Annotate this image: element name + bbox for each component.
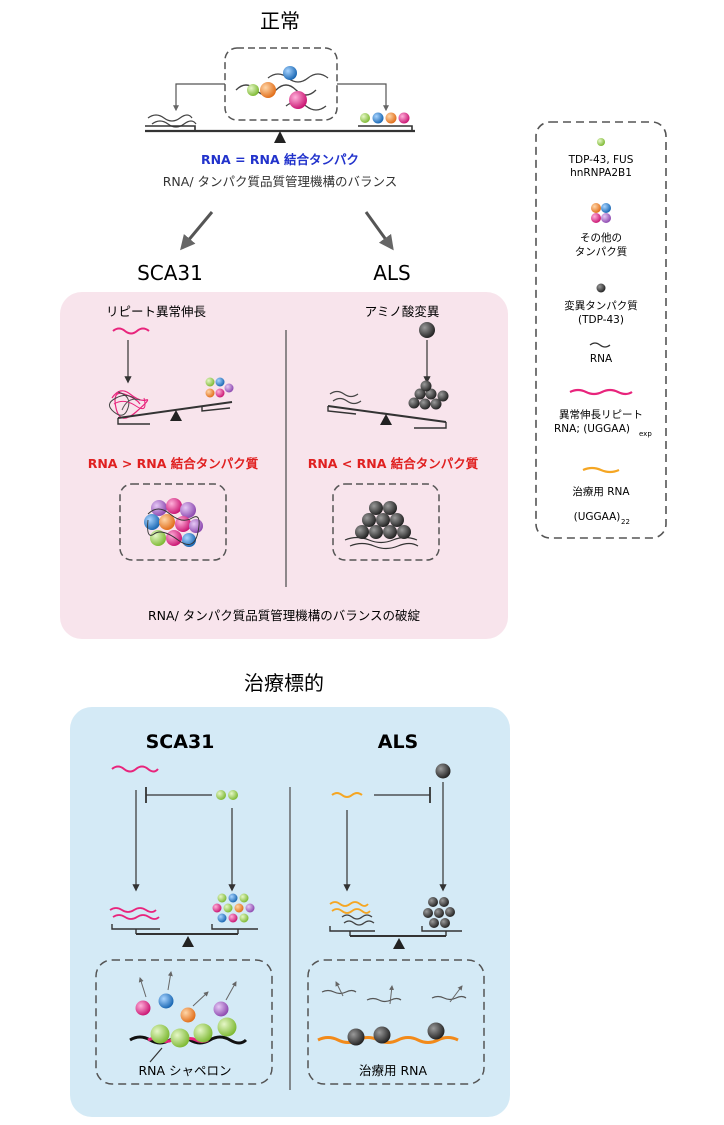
normal-eq-caption: RNA = RNA 結合タンパク bbox=[201, 152, 359, 167]
tilted-balance-als bbox=[327, 405, 447, 429]
protein-blue bbox=[283, 66, 297, 80]
protein-blue bbox=[215, 377, 225, 387]
tilted-balance-sca31 bbox=[117, 401, 233, 425]
broken-balance-caption: RNA/ タンパク質品質管理機構のバランスの破綻 bbox=[148, 608, 421, 623]
mutant-protein bbox=[435, 763, 451, 779]
rna-strand bbox=[329, 390, 359, 398]
balance-als-treated bbox=[329, 926, 462, 949]
mutant-aggregate-small bbox=[408, 380, 449, 410]
legend-therapeutic-label: 治療用 RNA bbox=[572, 485, 630, 498]
treatment-sca31-title: SCA31 bbox=[146, 731, 215, 753]
chaperone-mechanism bbox=[129, 971, 248, 1063]
legend-tdp-icon bbox=[597, 138, 605, 146]
therapeutic-rna bbox=[331, 792, 363, 798]
repeat-rna bbox=[109, 907, 157, 913]
protein-green bbox=[228, 790, 238, 800]
legend-mutant-label: 変異タンパク質 bbox=[564, 299, 638, 312]
arrow-to-sca31 bbox=[180, 211, 214, 251]
protein-orange bbox=[260, 82, 276, 98]
therapeutic-rna-label: 治療用 RNA bbox=[359, 1063, 428, 1078]
rna-strand bbox=[341, 914, 373, 920]
protein-purple bbox=[224, 383, 234, 393]
rna-strand bbox=[332, 397, 362, 405]
als-title: ALS bbox=[373, 261, 411, 285]
legend-other-icon bbox=[601, 213, 611, 223]
normal-title: 正常 bbox=[260, 9, 300, 33]
arrow-to-right-pan bbox=[337, 83, 389, 112]
als-treated-proteins bbox=[423, 897, 455, 928]
sca31-protein-aggregate bbox=[144, 498, 203, 547]
repeat-expansion-label: リピート異常伸長 bbox=[106, 304, 207, 319]
protein-orange bbox=[385, 112, 397, 124]
therapeutic-rna bbox=[329, 901, 369, 907]
legend-therapeutic-icon bbox=[582, 466, 620, 474]
sca31-title: SCA31 bbox=[137, 261, 203, 285]
repeat-rna bbox=[111, 765, 159, 773]
legend-tdp-label-2: hnRNPA2B1 bbox=[570, 167, 632, 179]
therapeutic-box bbox=[307, 959, 485, 1085]
legend-mutant-icon bbox=[596, 283, 606, 293]
legend-box bbox=[535, 121, 667, 539]
legend-therapeutic-subscript: 22 bbox=[621, 518, 630, 526]
protein-green bbox=[205, 377, 215, 387]
legend-other-icon bbox=[601, 203, 611, 213]
als-aggregate-box bbox=[332, 483, 440, 561]
legend-tdp-label: TDP-43, FUS bbox=[568, 154, 634, 166]
rna-strand bbox=[151, 120, 197, 128]
legend-rna-label: RNA bbox=[590, 353, 613, 365]
protein-green bbox=[360, 113, 370, 123]
normal-section: 正常 RNA = RNA 結合タンパク RNA/ タンパク質品質管理機構のバラン… bbox=[145, 9, 415, 251]
als-ratio-text: RNA < RNA 結合タンパク質 bbox=[308, 456, 479, 471]
protein-magenta bbox=[289, 91, 307, 109]
rna-strand bbox=[147, 114, 193, 122]
balance-sca31-treated bbox=[111, 924, 258, 947]
sca31-aggregate-box bbox=[119, 483, 227, 561]
therapeutic-mechanism bbox=[317, 981, 467, 1046]
normal-balance-caption: RNA/ タンパク質品質管理機構のバランス bbox=[163, 174, 398, 189]
chaperone-box bbox=[95, 959, 273, 1085]
sca31-treated-proteins bbox=[212, 893, 255, 923]
protein-orange bbox=[205, 388, 215, 398]
rna-strand bbox=[343, 920, 375, 926]
rna-chaperone-label: RNA シャペロン bbox=[138, 1063, 231, 1078]
pathology-panel bbox=[60, 292, 508, 639]
legend-other-icon bbox=[591, 213, 601, 223]
tangled-rna-aggregate bbox=[109, 390, 149, 419]
protein-magenta bbox=[215, 388, 225, 398]
treatment-heading: 治療標的 bbox=[244, 671, 324, 695]
treatment-section: 治療標的 SCA31 ALS bbox=[70, 671, 510, 1117]
legend-repeat-label: 異常伸長リピート bbox=[559, 408, 643, 421]
protein-green bbox=[247, 84, 259, 96]
legend-therapeutic-label-2: (UGGAA) bbox=[574, 511, 621, 523]
arrow-to-als bbox=[364, 211, 394, 251]
legend-repeat-label-2: RNA; (UGGAA) bbox=[554, 423, 630, 435]
legend-other-label-2: タンパク質 bbox=[575, 245, 628, 258]
sca31-ratio-text: RNA > RNA 結合タンパク質 bbox=[88, 456, 259, 471]
mutant-protein bbox=[419, 322, 435, 338]
arrow-to-left-pan bbox=[173, 83, 225, 112]
protein-blue bbox=[372, 112, 384, 124]
legend: TDP-43, FUS hnRNPA2B1 その他の タンパク質 変異タンパク質… bbox=[535, 121, 667, 539]
treatment-als-title: ALS bbox=[378, 731, 419, 753]
balance-fulcrum bbox=[274, 131, 286, 143]
normal-rna-strand bbox=[267, 73, 329, 83]
legend-repeat-subscript: exp bbox=[639, 430, 652, 438]
legend-rna-icon bbox=[589, 342, 611, 348]
legend-repeat-icon bbox=[569, 388, 633, 396]
legend-mutant-label-2: (TDP-43) bbox=[578, 314, 624, 326]
legend-other-icon bbox=[591, 203, 601, 213]
legend-other-label: その他の bbox=[580, 231, 622, 244]
protein-green bbox=[216, 790, 226, 800]
repeat-rna bbox=[112, 327, 150, 335]
therapeutic-rna bbox=[331, 908, 371, 914]
repeat-rna bbox=[112, 914, 160, 920]
normal-complex-box bbox=[224, 47, 338, 121]
als-protein-aggregate bbox=[344, 501, 419, 550]
protein-magenta bbox=[398, 112, 410, 124]
amino-acid-mutation-label: アミノ酸変異 bbox=[365, 304, 440, 319]
pathology-section: SCA31 ALS リピート異常伸長 RNA > RNA 結合タンパク質 bbox=[60, 261, 508, 639]
